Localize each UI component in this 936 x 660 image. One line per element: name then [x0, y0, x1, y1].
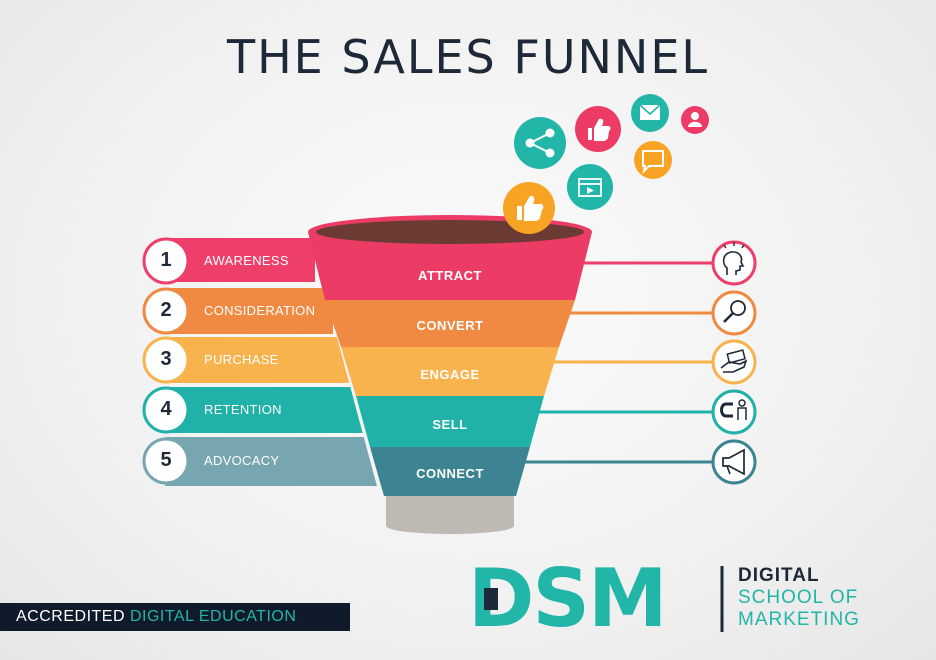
stage-circle-4 — [142, 386, 190, 434]
stage-bar-3 — [165, 337, 353, 383]
video-icon — [567, 164, 613, 210]
funnel-spout-bottom — [386, 518, 514, 534]
accredited-badge: ACCREDITED DIGITAL EDUCATION — [0, 603, 350, 631]
thumbs-up-icon — [503, 182, 555, 234]
stage-number-5: 5 — [160, 449, 172, 471]
hand-money-icon — [711, 339, 757, 385]
funnel-layer-engage — [341, 347, 559, 396]
stage-circle-1 — [142, 237, 190, 285]
share-icon — [514, 117, 566, 169]
stage-number-circles — [142, 237, 190, 485]
stage-circle-2 — [142, 287, 190, 335]
stage-label-advocacy: ADVOCACY — [204, 453, 280, 468]
megaphone-icon — [711, 439, 757, 485]
badge-text-digital-education: DIGITAL EDUCATION — [129, 608, 297, 625]
stage-label-awareness: AWARENESS — [204, 253, 289, 268]
stage-label-retention: RETENTION — [204, 402, 282, 417]
logo-mark-accent — [484, 588, 498, 610]
logo-mark-text: DSM — [468, 552, 666, 645]
logo-line-marketing: MARKETING — [738, 609, 860, 630]
stage-label-purchase: PURCHASE — [204, 352, 279, 367]
stage-number-3: 3 — [160, 348, 172, 370]
stage-circle-3 — [142, 336, 190, 384]
right-icons — [711, 240, 757, 485]
stage-label-consideration: CONSIDERATION — [204, 303, 316, 318]
stage-bar-1 — [165, 238, 315, 282]
floating-icons — [503, 94, 709, 234]
stage-number-1: 1 — [160, 249, 172, 271]
email-icon — [631, 94, 669, 132]
stage-bar-2 — [165, 288, 333, 334]
stage-circle-5 — [142, 437, 190, 485]
idea-head-icon — [711, 240, 757, 286]
magnifier-icon — [711, 290, 757, 336]
stage-number-2: 2 — [160, 299, 172, 321]
funnel-layer-connect — [370, 447, 530, 496]
page-title: THE SALES FUNNEL — [226, 30, 710, 84]
dsm-logo-mark: DSM — [468, 552, 724, 645]
stage-number-4: 4 — [160, 398, 172, 420]
funnel-layer-sell — [356, 396, 544, 447]
funnel-label-sell: SELL — [432, 417, 468, 432]
funnel-label-connect: CONNECT — [416, 466, 484, 481]
connectors — [522, 261, 712, 464]
chat-icon — [634, 141, 672, 179]
funnel-label-attract: ATTRACT — [418, 268, 482, 283]
logo-line-digital: DIGITAL — [738, 565, 820, 586]
funnel-layer-convert — [325, 300, 575, 347]
stage-bar-5 — [165, 437, 379, 486]
funnel-label-convert: CONVERT — [416, 318, 484, 333]
funnel — [308, 215, 592, 534]
stage-bar-4 — [165, 387, 371, 433]
funnel-label-engage: ENGAGE — [420, 367, 480, 382]
logo-line-school-of: SCHOOL OF — [738, 587, 859, 608]
funnel-layer-attract — [308, 232, 592, 300]
thumbs-up-icon-pink — [575, 106, 621, 152]
magnet-person-icon — [711, 389, 757, 435]
user-icon — [681, 106, 709, 134]
badge-text-accredited: ACCREDITED — [16, 608, 130, 625]
